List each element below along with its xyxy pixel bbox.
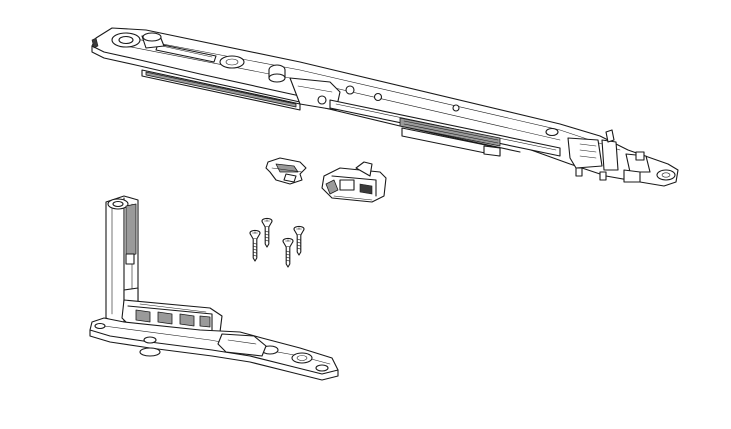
screw-2 <box>293 225 305 256</box>
clip-bracket <box>265 157 307 185</box>
screw-1 <box>261 217 273 248</box>
corner-hinge-assembly <box>89 195 339 381</box>
stay-arm-assembly <box>91 27 679 187</box>
screw-set <box>249 217 305 268</box>
screw-4 <box>282 237 294 268</box>
keeper-block <box>321 161 387 203</box>
screw-3 <box>249 229 261 262</box>
